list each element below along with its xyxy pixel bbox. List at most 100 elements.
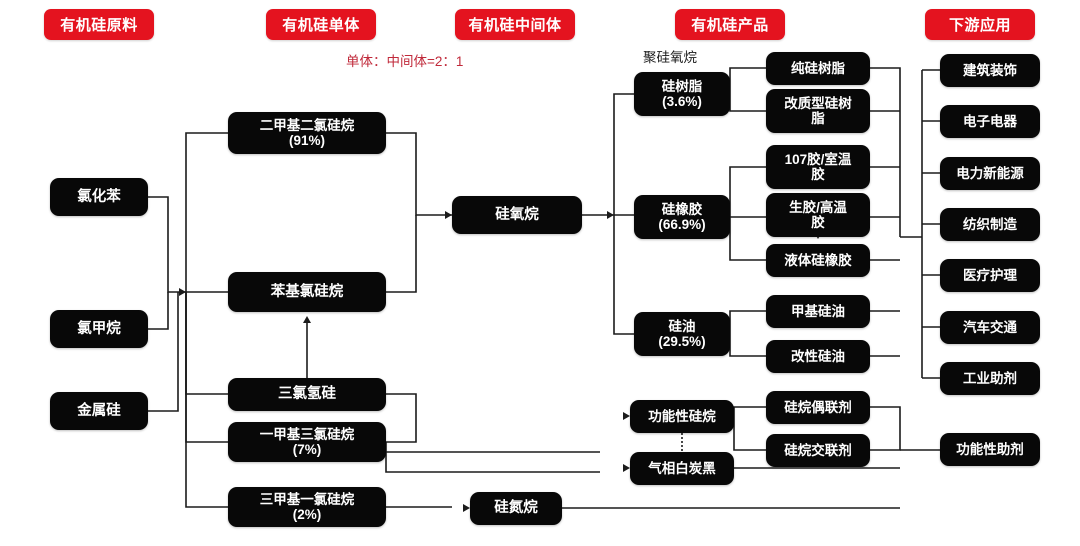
node-silicon-metal: 金属硅 bbox=[50, 392, 148, 430]
node-label: 三甲基一氯硅烷 (2%) bbox=[259, 491, 355, 522]
connector-line bbox=[185, 292, 228, 443]
node-methyltrichlorosilane: 一甲基三氯硅烷 (7%) bbox=[228, 422, 386, 462]
connector-line bbox=[729, 334, 766, 357]
banner-raw: 有机硅原料 bbox=[44, 9, 154, 40]
node-chloromethane: 氯甲烷 bbox=[50, 310, 148, 348]
node-liquid-silicone-rubber: 液体硅橡胶 bbox=[766, 244, 870, 277]
connector-arrowhead bbox=[303, 316, 311, 323]
node-medical: 医疗护理 bbox=[940, 259, 1040, 292]
node-label: 三氯氢硅 bbox=[278, 386, 336, 403]
node-silazane: 硅氮烷 bbox=[470, 492, 562, 525]
connector-line bbox=[148, 292, 169, 330]
node-label: 氯化苯 bbox=[77, 188, 121, 205]
monomer-intermediate-ratio-label: 单体：中间体=2：1 bbox=[346, 54, 464, 69]
node-label: 苯基氯硅烷 bbox=[270, 283, 344, 300]
node-siloxane: 硅氧烷 bbox=[452, 196, 582, 234]
node-label: 气相白炭黑 bbox=[648, 460, 716, 476]
connector-line bbox=[148, 196, 186, 293]
node-silicone-resin: 硅树脂 (3.6%) bbox=[634, 72, 730, 116]
connector-line bbox=[733, 416, 766, 451]
node-label: 硅氧烷 bbox=[495, 206, 539, 223]
node-label: 金属硅 bbox=[77, 402, 121, 419]
banner-downstream: 下游应用 bbox=[925, 9, 1035, 40]
node-label: 医疗护理 bbox=[963, 267, 1017, 283]
connector-line bbox=[148, 292, 179, 412]
node-modified-silicone-oil: 改性硅油 bbox=[766, 340, 870, 373]
node-raw-rubber: 生胶/高温 胶 bbox=[766, 193, 870, 237]
node-silane-crosslinker: 硅烷交联剂 bbox=[766, 434, 870, 467]
node-functional-aid: 功能性助剂 bbox=[940, 433, 1040, 466]
connector-line bbox=[729, 217, 766, 261]
node-architecture: 建筑装饰 bbox=[940, 54, 1040, 87]
node-label: 生胶/高温 胶 bbox=[789, 199, 847, 230]
node-label: 硅氮烷 bbox=[494, 500, 538, 517]
node-label: 二甲基二氯硅烷 (91%) bbox=[259, 117, 355, 148]
connector-arrowhead bbox=[463, 504, 470, 512]
connector-line bbox=[582, 93, 634, 216]
connector-line bbox=[386, 393, 417, 443]
node-label: 改性硅油 bbox=[791, 348, 845, 364]
connector-line bbox=[870, 406, 901, 451]
connector-arrowhead bbox=[623, 464, 630, 472]
node-label: 电力新能源 bbox=[956, 165, 1024, 181]
node-trichlorosilane: 三氯氢硅 bbox=[228, 378, 386, 411]
node-label: 建筑装饰 bbox=[963, 62, 1017, 78]
node-label: 一甲基三氯硅烷 (7%) bbox=[259, 426, 355, 457]
connector-line bbox=[729, 166, 766, 217]
node-functional-silane: 功能性硅烷 bbox=[630, 400, 734, 433]
node-label: 硅油 (29.5%) bbox=[658, 318, 706, 349]
node-electronics: 电子电器 bbox=[940, 105, 1040, 138]
connector-line bbox=[729, 67, 766, 94]
node-label: 电子电器 bbox=[963, 113, 1017, 129]
node-automotive: 汽车交通 bbox=[940, 311, 1040, 344]
connector-arrowhead bbox=[607, 211, 614, 219]
node-methyl-silicone-oil: 甲基硅油 bbox=[766, 295, 870, 328]
banner-monomer: 有机硅单体 bbox=[266, 9, 376, 40]
node-silicone-rubber: 硅橡胶 (66.9%) bbox=[634, 195, 730, 239]
node-trimethylchlorosilane: 三甲基一氯硅烷 (2%) bbox=[228, 487, 386, 527]
node-textile: 纺织制造 bbox=[940, 208, 1040, 241]
connector-line bbox=[729, 94, 766, 112]
node-chlorobenzene: 氯化苯 bbox=[50, 178, 148, 216]
node-fumed-silica: 气相白炭黑 bbox=[630, 452, 734, 485]
connector-line bbox=[385, 442, 600, 473]
node-label: 硅橡胶 (66.9%) bbox=[658, 201, 706, 232]
node-glue-107: 107胶/室温 胶 bbox=[766, 145, 870, 189]
node-silicone-oil: 硅油 (29.5%) bbox=[634, 312, 730, 356]
connector-line bbox=[185, 292, 228, 395]
node-power-energy: 电力新能源 bbox=[940, 157, 1040, 190]
node-label: 液体硅橡胶 bbox=[784, 252, 852, 268]
node-silane-coupling-agent: 硅烷偶联剂 bbox=[766, 391, 870, 424]
connector-arrowhead bbox=[623, 412, 630, 420]
connector-line bbox=[185, 292, 228, 508]
node-pure-silicone-resin: 纯硅树脂 bbox=[766, 52, 870, 85]
connector-line bbox=[870, 67, 901, 237]
node-label: 纯硅树脂 bbox=[791, 60, 845, 76]
connector-line bbox=[185, 132, 228, 292]
node-label: 甲基硅油 bbox=[791, 303, 845, 319]
node-label: 汽车交通 bbox=[963, 319, 1017, 335]
connector-line bbox=[386, 132, 452, 216]
node-label: 硅树脂 (3.6%) bbox=[661, 78, 703, 109]
node-label: 硅烷交联剂 bbox=[784, 442, 852, 458]
node-label: 功能性硅烷 bbox=[648, 408, 716, 424]
polysiloxane-label: 聚硅氧烷 bbox=[643, 50, 697, 65]
node-phenylchlorosilane: 苯基氯硅烷 bbox=[228, 272, 386, 312]
node-label: 纺织制造 bbox=[963, 216, 1017, 232]
banner-intermediate: 有机硅中间体 bbox=[455, 9, 575, 40]
connector-arrowhead bbox=[445, 211, 452, 219]
node-label: 改质型硅树 脂 bbox=[784, 95, 852, 126]
connector-line bbox=[733, 406, 766, 416]
node-dimethyldichlorosilane: 二甲基二氯硅烷 (91%) bbox=[228, 112, 386, 154]
node-label: 107胶/室温 胶 bbox=[784, 151, 852, 182]
banner-product: 有机硅产品 bbox=[675, 9, 785, 40]
connector-arrowhead bbox=[179, 288, 186, 296]
node-modified-silicone-resin: 改质型硅树 脂 bbox=[766, 89, 870, 133]
node-label: 功能性助剂 bbox=[956, 441, 1024, 457]
node-label: 硅烷偶联剂 bbox=[784, 399, 852, 415]
node-industrial-aid: 工业助剂 bbox=[940, 362, 1040, 395]
node-label: 氯甲烷 bbox=[77, 320, 121, 337]
connector-line bbox=[729, 310, 766, 334]
connector-line bbox=[386, 215, 417, 293]
